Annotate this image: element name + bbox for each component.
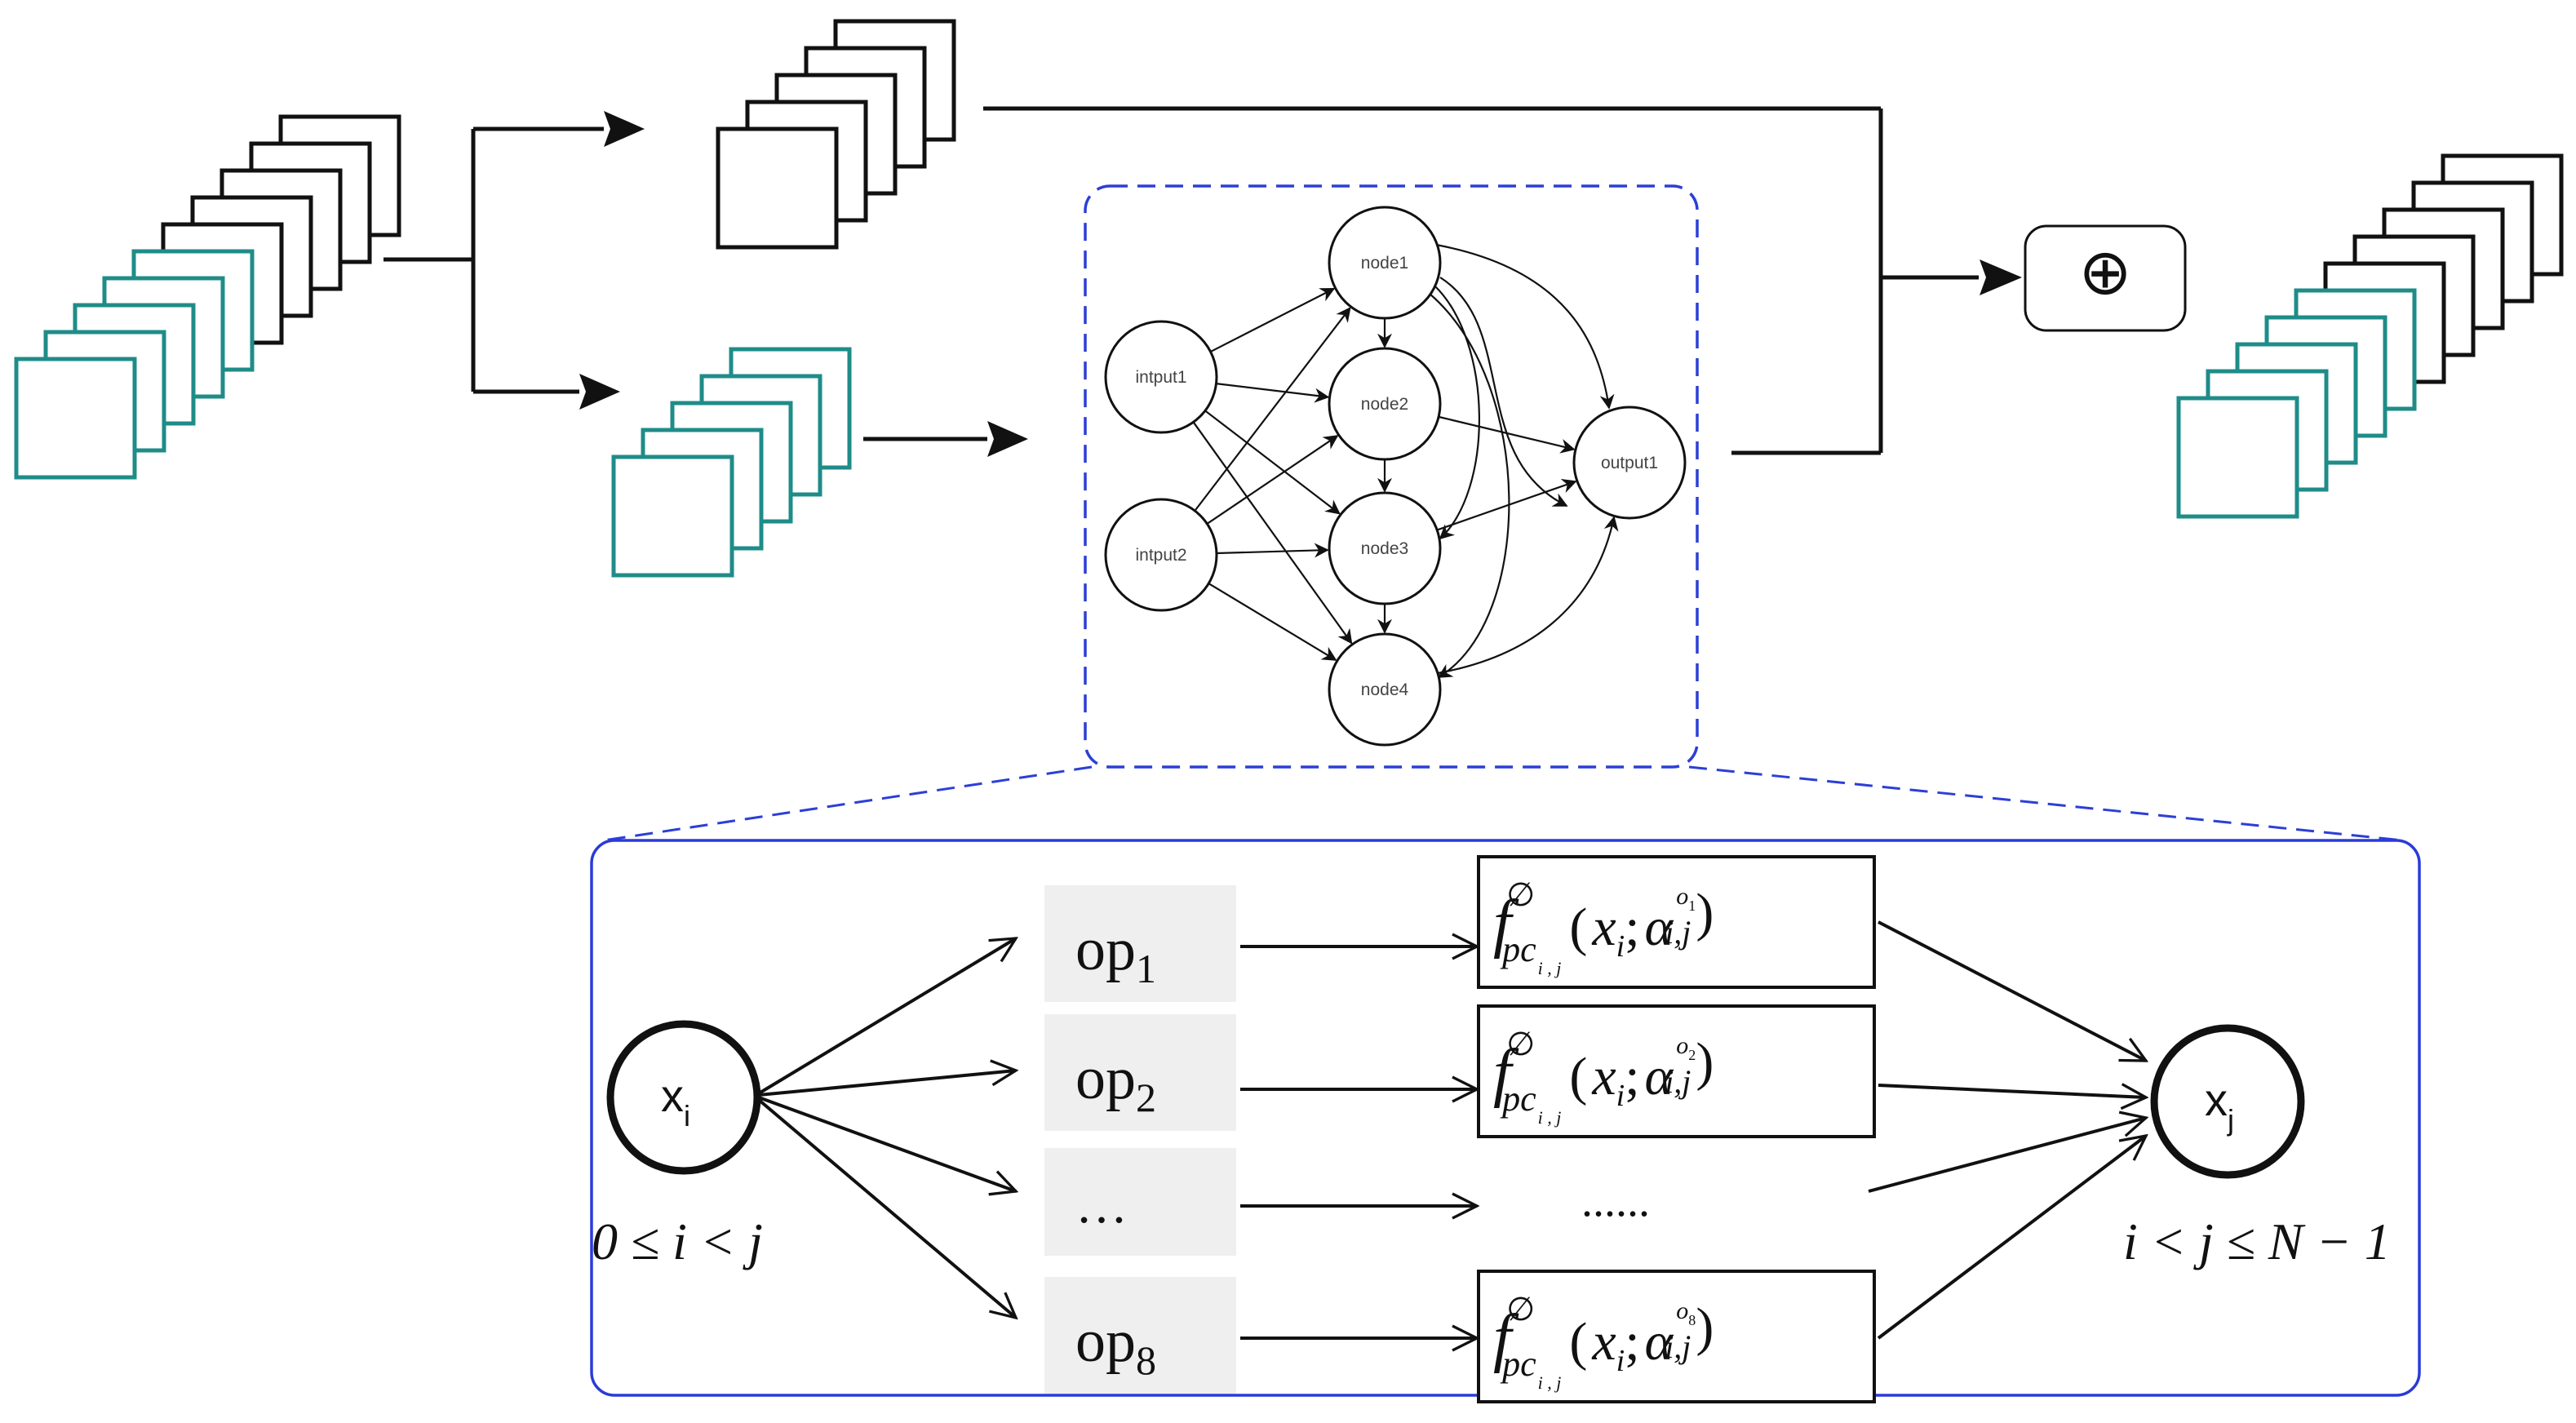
edge-node1-output xyxy=(1435,243,1615,410)
node-node4: node4 xyxy=(1328,632,1442,747)
op-ellipsis: … xyxy=(1044,1148,1236,1256)
xj-label: xj xyxy=(2205,1074,2234,1137)
edge-node1-node3 xyxy=(1434,285,1480,540)
search-branch-stack xyxy=(611,347,852,578)
cell-dashed-box xyxy=(1084,184,1699,769)
identity-branch-stack xyxy=(716,19,956,250)
node-input2: intput2 xyxy=(1104,498,1218,612)
arrow-to-teal-stack xyxy=(579,374,620,410)
xi-label: xi xyxy=(661,1070,690,1133)
node-output1: output1 xyxy=(1572,406,1687,520)
op-8: op8 xyxy=(1044,1277,1236,1394)
output-stack-map xyxy=(2176,396,2299,519)
node-xj: xj xyxy=(2150,1024,2305,1179)
edge-input2-n4 xyxy=(1208,583,1337,661)
arrow-func2-xj xyxy=(1878,1085,2146,1097)
sum-operator: ⊕ xyxy=(2024,224,2187,332)
edge-input1-n4 xyxy=(1192,421,1353,645)
op-2: op2 xyxy=(1044,1014,1236,1131)
edge-input1-n1 xyxy=(1210,287,1336,353)
teal-stack-map xyxy=(611,454,734,578)
edge-input2-n2 xyxy=(1206,435,1339,525)
node-node2: node2 xyxy=(1328,347,1442,461)
arrow-to-plus xyxy=(1980,259,2022,295)
arrow-to-black-stack xyxy=(604,111,645,147)
node-node1: node1 xyxy=(1328,206,1442,320)
arrow-func8-xj xyxy=(1877,1136,2146,1340)
edge-input2-n1 xyxy=(1194,307,1351,512)
output-feature-stack xyxy=(2176,153,2564,519)
arrow-xi-op8 xyxy=(757,1098,1016,1318)
detail-arrows xyxy=(757,920,2146,1340)
arrow-xi-op2 xyxy=(758,1071,1016,1097)
arrow-xi-op1 xyxy=(757,938,1016,1095)
edge-node3-output xyxy=(1436,478,1577,531)
node-input2-label: intput2 xyxy=(1135,546,1186,565)
constraint-left: 0 ≤ i < j xyxy=(592,1212,763,1270)
constraint-right: i < j ≤ N − 1 xyxy=(2123,1212,2391,1270)
edge-input2-n3 xyxy=(1216,543,1329,558)
edge-input1-n3 xyxy=(1204,410,1341,515)
node-input1-label: intput1 xyxy=(1135,368,1186,387)
node-output1-label: output1 xyxy=(1601,454,1658,472)
split-arrowheads xyxy=(579,111,645,410)
node-input1: intput1 xyxy=(1104,320,1218,434)
split-connector xyxy=(384,126,604,394)
node-node1-label: node1 xyxy=(1361,254,1408,273)
cell-graph-nodes: intput1 intput2 node1 node2 node3 node4 … xyxy=(1104,206,1687,747)
input-stack-map xyxy=(14,357,137,480)
node-node3: node3 xyxy=(1328,491,1442,605)
op-1-label: op1 xyxy=(1075,916,1156,991)
op-ellipsis-label: … xyxy=(1075,1176,1128,1234)
arrow-func1-xj xyxy=(1878,920,2146,1062)
edge-node1-output-alt xyxy=(1439,277,1568,507)
ellipsis-dots: ...... xyxy=(1581,1176,1650,1226)
arrow-xi-op-ellipsis xyxy=(758,1096,1016,1191)
op-8-label: op8 xyxy=(1075,1308,1156,1383)
op-1: op1 xyxy=(1044,885,1236,1002)
merge-connector xyxy=(983,106,1979,455)
teal-to-cell-arrow xyxy=(863,421,1028,457)
op-2-label: op2 xyxy=(1075,1045,1156,1120)
zoom-lines xyxy=(603,765,2404,842)
node-node3-label: node3 xyxy=(1361,539,1408,558)
node-node2-label: node2 xyxy=(1361,395,1408,414)
edge-node1-node4 xyxy=(1429,293,1510,678)
edge-input1-n2 xyxy=(1216,383,1330,403)
input-feature-stack xyxy=(14,114,401,480)
cell-graph-edges xyxy=(1192,243,1619,678)
node-xi: xi xyxy=(606,1020,761,1175)
arrow-ellipsis-xj xyxy=(1868,1118,2146,1193)
node-node4-label: node4 xyxy=(1361,680,1409,699)
black-stack-map xyxy=(716,126,839,250)
edge-node4-output xyxy=(1437,516,1619,675)
plus-symbol: ⊕ xyxy=(2078,236,2131,309)
